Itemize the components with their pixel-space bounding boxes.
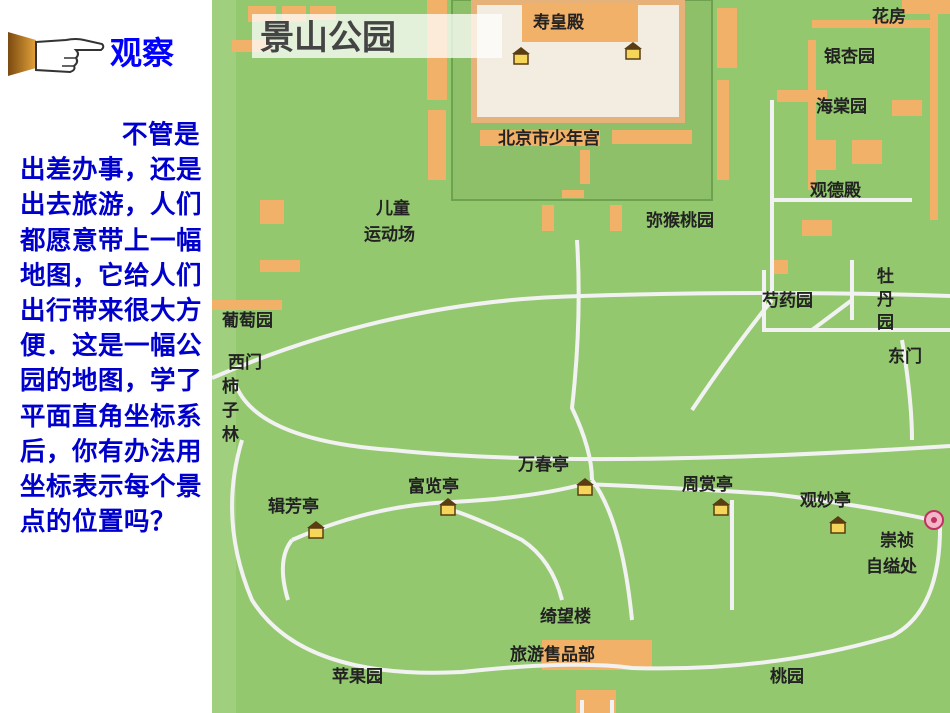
label-persimmon-3: 林	[222, 424, 239, 445]
text-panel: 观察 不管是出差办事，还是出去旅游，人们都愿意带上一幅地图，它给人们出行带来很大…	[0, 0, 212, 713]
map-title: 景山公园	[260, 18, 396, 58]
location-marker-icon	[924, 510, 944, 530]
description-paragraph: 不管是出差办事，还是出去旅游，人们都愿意带上一幅地图，它给人们出行带来很大方便．…	[20, 120, 203, 538]
label-playground-line2: 运动场	[364, 225, 415, 245]
label-persimmon-2: 子	[222, 401, 239, 421]
pavilion-icon	[307, 521, 325, 539]
label-kiwi-garden: 弥猴桃园	[646, 210, 714, 231]
label-east-gate: 东门	[888, 346, 922, 367]
pavilion-icon	[712, 498, 730, 516]
label-peony-garden-2: 丹	[877, 290, 894, 310]
label-begonia-garden: 海棠园	[816, 96, 867, 117]
label-youth-palace: 北京市少年宫	[498, 128, 600, 149]
label-peony-herb-garden: 芍药园	[762, 290, 813, 311]
label-peony-garden-3: 园	[877, 313, 894, 333]
pavilion-icon	[439, 498, 457, 516]
pavilion-icon	[512, 47, 530, 65]
pavilion-icon	[624, 42, 642, 60]
label-fulan-pavilion: 富览亭	[408, 476, 459, 497]
label-apple-orchard: 苹果园	[332, 666, 383, 687]
label-guande-hall: 观德殿	[809, 180, 862, 201]
park-map: 景山公园 寿皇殿 北京市少年宫 花房 银杏园 海棠园 观德殿 儿童 运动场 弥猴…	[212, 0, 950, 713]
label-shouhuang-hall: 寿皇殿	[533, 12, 585, 33]
label-jifang-pavilion: 辑芳亭	[268, 496, 319, 517]
label-peach-orchard: 桃园	[770, 666, 804, 687]
label-peony-garden-1: 牡	[877, 266, 894, 287]
label-west-gate: 西门	[228, 352, 262, 373]
pavilion-icon	[829, 516, 847, 534]
label-persimmon-1: 柿	[222, 376, 239, 397]
label-wanchun-pavilion: 万春亭	[517, 454, 569, 475]
pointing-hand-icon	[8, 32, 105, 76]
label-playground-line1: 儿童	[375, 198, 410, 219]
label-guanmiao-pavilion: 观妙亭	[799, 490, 851, 511]
map-title-banner	[252, 14, 502, 58]
label-grape-garden: 葡萄园	[221, 310, 273, 331]
label-souvenir-shop: 旅游售品部	[510, 644, 595, 665]
label-qiwang-tower: 绮望楼	[540, 606, 591, 627]
heading-observe: 观察	[110, 34, 175, 72]
label-greenhouse: 花房	[872, 6, 906, 27]
pavilion-icon	[576, 478, 594, 496]
label-chongzhen-2: 自缢处	[866, 556, 918, 577]
label-zhoushang-pavilion: 周赏亭	[682, 474, 733, 495]
label-ginkgo-garden: 银杏园	[824, 46, 875, 67]
label-chongzhen-1: 崇祯	[880, 530, 914, 551]
